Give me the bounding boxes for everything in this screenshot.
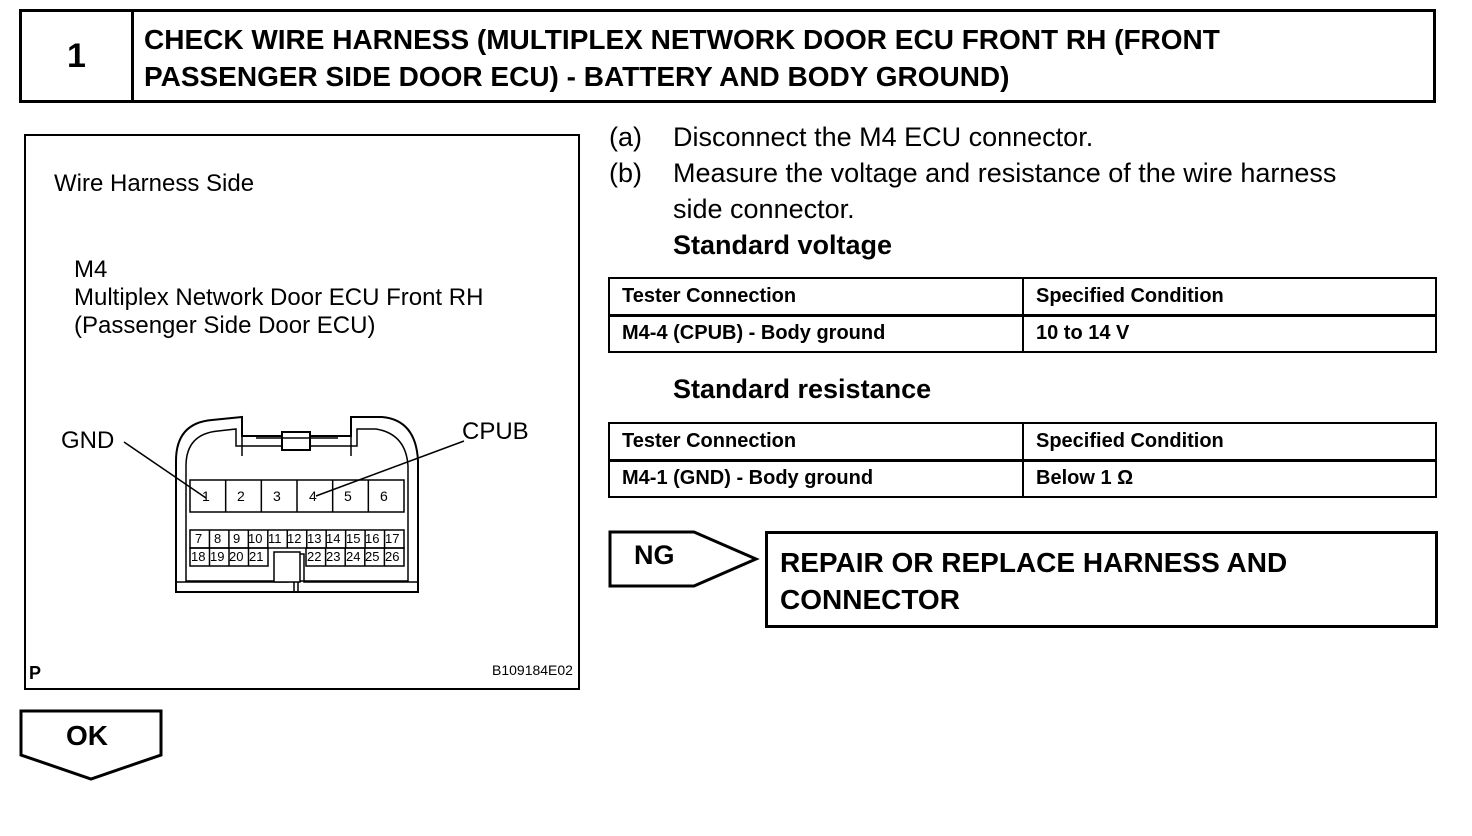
pin-number: 14 xyxy=(326,531,341,546)
table-cell: 10 to 14 V xyxy=(1022,314,1437,353)
pin-number: 22 xyxy=(307,549,322,564)
pin-number: 16 xyxy=(365,531,380,546)
standard-resistance-table: Tester Connection Specified Condition M4… xyxy=(608,422,1437,498)
cpub-leader-line xyxy=(315,440,465,497)
connector-name-line2: (Passenger Side Door ECU) xyxy=(74,312,376,339)
pin-number: 1 xyxy=(202,488,210,504)
corner-mark: P xyxy=(29,663,42,683)
pin-number: 21 xyxy=(249,549,264,564)
pin-number: 20 xyxy=(229,549,244,564)
table-cell: M4-1 (GND) - Body ground xyxy=(608,459,1024,498)
pin-number: 19 xyxy=(210,549,225,564)
table-header-cell: Specified Condition xyxy=(1022,422,1437,462)
keyway-slot xyxy=(273,551,301,583)
pin-number: 24 xyxy=(346,549,361,564)
pin-number: 15 xyxy=(346,531,361,546)
pin-number: 12 xyxy=(287,531,302,546)
ng-action-line2: CONNECTOR xyxy=(780,584,960,615)
cpub-pin-label: CPUB xyxy=(462,418,529,445)
table-header-row: Tester Connection Specified Condition xyxy=(608,277,1437,317)
table-header-cell: Specified Condition xyxy=(1022,277,1437,317)
pin-number: 7 xyxy=(195,531,203,546)
figure-code: B109184E02 xyxy=(492,662,573,678)
table-cell: M4-4 (CPUB) - Body ground xyxy=(608,314,1024,353)
gnd-leader-line xyxy=(123,441,207,499)
table-cell: Below 1 Ω xyxy=(1022,459,1437,498)
standard-voltage-table: Tester Connection Specified Condition M4… xyxy=(608,277,1437,353)
table-header-row: Tester Connection Specified Condition xyxy=(608,422,1437,462)
step-title-line2: PASSENGER SIDE DOOR ECU) - BATTERY AND B… xyxy=(144,61,1010,92)
connector-name-line1: Multiplex Network Door ECU Front RH xyxy=(74,284,484,311)
pin-number: 17 xyxy=(385,531,400,546)
instruction-b-text-line2: side connector. xyxy=(673,194,855,224)
connector-drawing xyxy=(123,415,465,593)
connector-latch xyxy=(281,431,311,451)
pin-number: 18 xyxy=(191,549,206,564)
ng-label: NG xyxy=(634,540,675,570)
pin-number: 11 xyxy=(268,531,282,546)
pin-number: 8 xyxy=(214,531,222,546)
step-number: 1 xyxy=(22,12,134,100)
connector-figure: Wire Harness Side M4 Multiplex Network D… xyxy=(24,134,580,690)
pin-number: 23 xyxy=(326,549,341,564)
ng-action-line1: REPAIR OR REPLACE HARNESS AND xyxy=(780,547,1288,578)
wire-harness-side-label: Wire Harness Side xyxy=(54,170,255,197)
ng-action-box: REPAIR OR REPLACE HARNESS AND CONNECTOR xyxy=(765,531,1438,628)
pin-number: 6 xyxy=(380,488,388,504)
table-row: M4-4 (CPUB) - Body ground 10 to 14 V xyxy=(608,314,1437,353)
standard-resistance-heading: Standard resistance xyxy=(673,374,932,404)
connector-id: M4 xyxy=(74,256,108,283)
pin-number: 10 xyxy=(248,531,263,546)
connector-inner-outline xyxy=(185,428,409,582)
ng-arrow-icon xyxy=(608,530,760,588)
step-title: CHECK WIRE HARNESS (MULTIPLEX NETWORK DO… xyxy=(134,12,1433,100)
ok-arrow-icon xyxy=(19,709,163,781)
instruction-a-label: (a) xyxy=(609,122,642,152)
pin-number: 9 xyxy=(233,531,241,546)
table-row: M4-1 (GND) - Body ground Below 1 Ω xyxy=(608,459,1437,498)
pin-number: 13 xyxy=(307,531,322,546)
pin-number: 4 xyxy=(309,488,317,504)
pin-number: 5 xyxy=(344,488,352,504)
instruction-b-label: (b) xyxy=(609,158,642,188)
standard-voltage-heading: Standard voltage xyxy=(673,230,893,260)
ok-label: OK xyxy=(66,720,108,751)
pin-number: 2 xyxy=(237,488,245,504)
table-header-cell: Tester Connection xyxy=(608,422,1024,462)
pin-number: 3 xyxy=(273,488,281,504)
pin-number: 26 xyxy=(385,549,400,564)
instruction-b-text-line1: Measure the voltage and resistance of th… xyxy=(673,158,1337,188)
step-title-line1: CHECK WIRE HARNESS (MULTIPLEX NETWORK DO… xyxy=(144,24,1220,55)
instruction-a-text: Disconnect the M4 ECU connector. xyxy=(673,122,1094,152)
step-header: 1 CHECK WIRE HARNESS (MULTIPLEX NETWORK … xyxy=(19,9,1436,103)
table-header-cell: Tester Connection xyxy=(608,277,1024,317)
pin-number: 25 xyxy=(365,549,380,564)
gnd-pin-label: GND xyxy=(61,427,115,454)
